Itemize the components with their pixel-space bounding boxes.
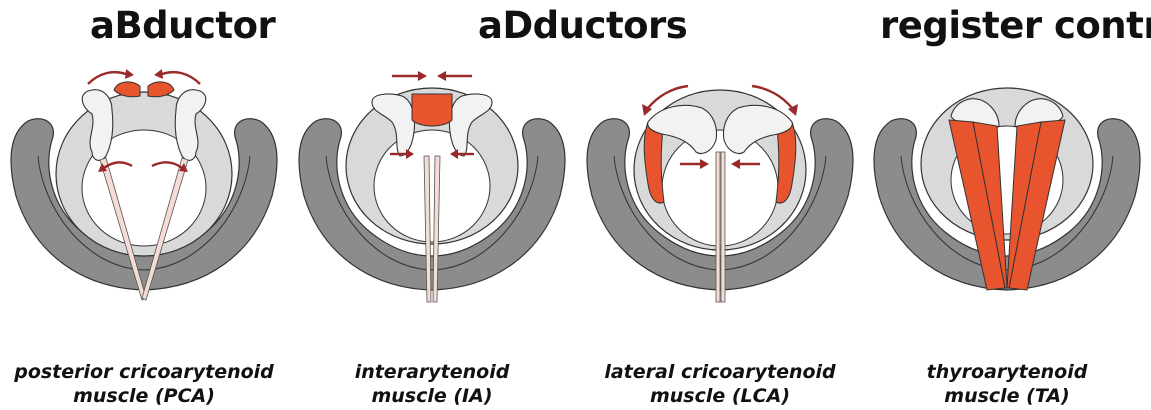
arrowhead: [125, 69, 134, 79]
pca-muscle-right: [148, 82, 174, 97]
pca-muscle-left: [114, 82, 140, 97]
caption-pca: posterior cricoarytenoid muscle (PCA): [0, 360, 288, 408]
heading-adductors: aDductors: [478, 4, 687, 47]
caption-ia-line2: muscle (IA): [288, 384, 576, 408]
caption-ta-line2: muscle (TA): [863, 384, 1151, 408]
larynx-pca-diagram: [0, 56, 288, 306]
rotation-arrow-top-left: [88, 72, 126, 84]
caption-lca-line1: lateral cricoarytenoid: [576, 360, 864, 384]
arrowhead: [154, 69, 163, 79]
arrowhead: [437, 71, 446, 81]
vocal-fold-left: [716, 152, 720, 302]
caption-ta: thyroarytenoid muscle (TA): [863, 360, 1151, 408]
cricoid-lumen: [374, 130, 490, 242]
larynx-lca-diagram: [576, 56, 864, 306]
larynx-ta-diagram: [863, 56, 1151, 306]
caption-ia: interarytenoid muscle (IA): [288, 360, 576, 408]
heading-register-control: register control: [880, 4, 1151, 47]
larynx-ia-diagram: [288, 56, 576, 306]
panel-ta: [863, 56, 1151, 306]
panel-pca: [0, 56, 288, 306]
heading-abductor: aBductor: [90, 4, 275, 47]
ia-muscle: [412, 94, 452, 126]
caption-pca-line2: muscle (PCA): [0, 384, 288, 408]
caption-lca: lateral cricoarytenoid muscle (LCA): [576, 360, 864, 408]
caption-ta-line1: thyroarytenoid: [863, 360, 1151, 384]
caption-ia-line1: interarytenoid: [288, 360, 576, 384]
caption-lca-line2: muscle (LCA): [576, 384, 864, 408]
rotation-arrow-top-right: [162, 72, 200, 84]
caption-pca-line1: posterior cricoarytenoid: [0, 360, 288, 384]
panel-lca: [576, 56, 864, 306]
arrowhead: [418, 71, 427, 81]
vocal-fold-right: [721, 152, 725, 302]
panel-ia: [288, 56, 576, 306]
